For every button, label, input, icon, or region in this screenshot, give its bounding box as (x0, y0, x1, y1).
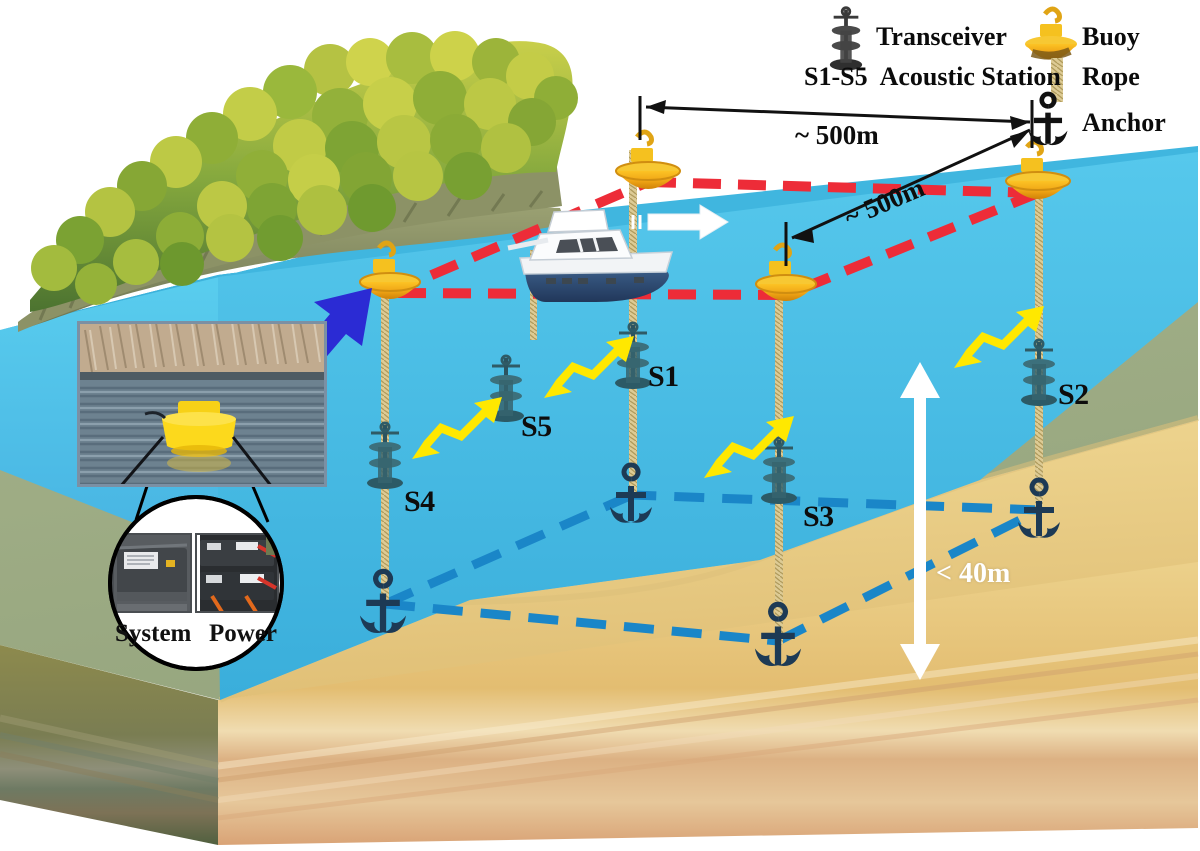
dim-line-top (645, 105, 1031, 124)
station-label-s2: S2 (1058, 378, 1089, 411)
dimension-leaders (638, 96, 1034, 266)
legend-label-buoy: Buoy (1082, 22, 1140, 51)
water-face-front (218, 150, 1198, 700)
buoy-b4 (359, 240, 421, 299)
boat-bowrail (507, 237, 549, 251)
surface-link-b4-b1 (388, 177, 650, 298)
sediment-strata-left (0, 714, 219, 803)
boat-flybridge (546, 209, 609, 233)
depth-arrow (900, 362, 940, 680)
legend-label-station-range: S1-S5 (804, 62, 868, 91)
water-top-plane (0, 146, 1198, 330)
surface-network (388, 177, 1040, 300)
island-cliff (20, 207, 565, 330)
flow-direction-arrow (631, 204, 729, 240)
station-label-s1: S1 (648, 360, 679, 393)
power-photo (196, 534, 278, 614)
seabed-link-s3-s2 (775, 505, 1043, 646)
buoy-photo-inset (77, 321, 327, 487)
island (18, 31, 578, 332)
anchor-s3 (754, 601, 802, 666)
seabed-link-s2-s1 (631, 490, 1041, 515)
equipment-circle-inset (108, 495, 284, 671)
inset-label-system: System (115, 620, 192, 647)
forest-canopy-blobs (31, 31, 578, 305)
acoustic-arrow-s2 (954, 306, 1044, 368)
station-label-s3: S3 (803, 500, 834, 533)
transceiver-s2 (1021, 338, 1057, 406)
legend-item-rope: Rope (1082, 62, 1140, 92)
seabed-link-s4-s3 (384, 599, 779, 646)
dim-line-diag (791, 128, 1031, 240)
legend-label-anchor: Anchor (1082, 108, 1166, 137)
rope-s2 (1035, 160, 1043, 512)
acoustic-signal-arrows (412, 306, 1044, 478)
surface-link-b1-b2 (647, 177, 1039, 198)
sediment-strata-right (217, 636, 1199, 821)
legend-item-transceiver: Transceiver (876, 22, 1007, 52)
photo-buoy-mooring-lines (118, 436, 274, 487)
geology-block (0, 560, 1199, 845)
seabed-network (383, 490, 1043, 646)
sediment-face-right (218, 560, 1198, 845)
boat-hull (525, 270, 669, 302)
surface-link-b2-b3 (784, 188, 1040, 300)
dimension-label-depth: < 40m (936, 558, 1011, 589)
photo-buoy (144, 401, 236, 472)
legend-item-anchor: Anchor (1082, 108, 1166, 138)
survey-vessel (507, 209, 674, 302)
legend-label-station: Acoustic Station (879, 62, 1061, 91)
dimension-label-span-top: ~ 500m (795, 120, 879, 150)
legend: Transceiver Buoy S1-S5 Acoustic Station … (786, 4, 1200, 144)
transceiver-s3 (761, 436, 797, 504)
legend-item-station: S1-S5 Acoustic Station (804, 62, 1061, 92)
transceiver-s4 (367, 421, 403, 489)
inset-label-power: Power (209, 620, 278, 647)
station-label-s5: S5 (521, 410, 552, 443)
legend-item-buoy: Buoy (1082, 22, 1140, 52)
boat-hull-ports (546, 277, 644, 284)
boat-window-dividers (576, 236, 600, 253)
anchor-s4 (359, 568, 407, 633)
buoy-b1 (615, 129, 681, 189)
acoustic-arrow-s3 (704, 416, 794, 478)
anchor-s2 (1018, 477, 1060, 538)
station-label-s4: S4 (404, 485, 435, 518)
anchor-s1 (610, 462, 652, 523)
acoustic-arrow-s4-s5 (412, 397, 502, 459)
photo-water-ripples (77, 386, 327, 486)
legend-label-rope: Rope (1082, 62, 1140, 91)
acoustic-arrow-s5-s1 (544, 336, 634, 398)
legend-icons (829, 6, 1077, 146)
system-photo (113, 534, 191, 612)
legend-label-transceiver: Transceiver (876, 22, 1007, 51)
boat-windows (556, 237, 618, 253)
